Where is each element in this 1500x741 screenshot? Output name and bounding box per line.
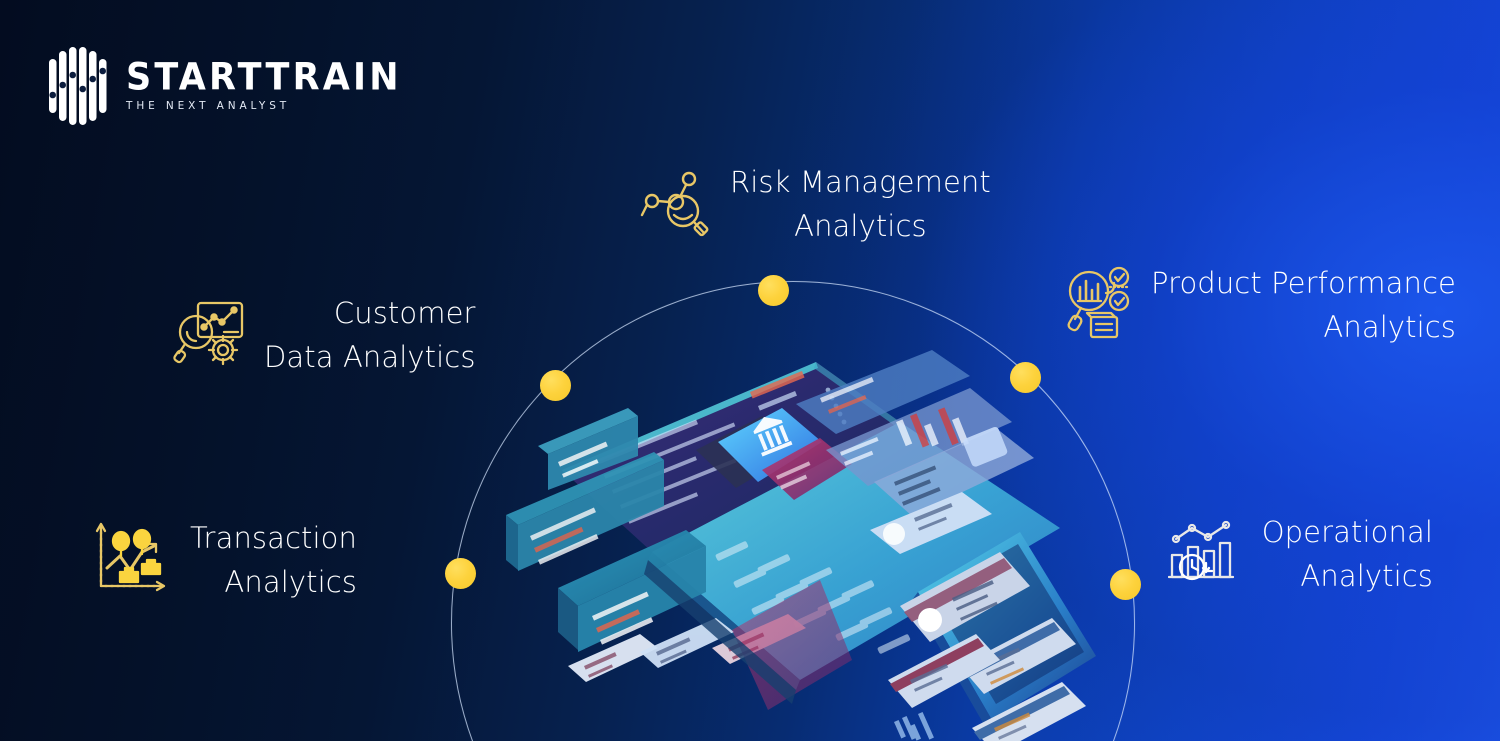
node-label-product-performance[interactable]: Product Performance Analytics <box>1065 261 1456 349</box>
smartphone <box>888 532 1096 741</box>
node-label-text: Transaction Analytics <box>190 521 358 600</box>
brand-logo[interactable]: STARTTRAIN THE NEXT ANALYST <box>48 45 402 127</box>
line-chart-money-icon <box>92 520 168 601</box>
magnifier-chart-gear-icon <box>172 295 248 376</box>
magnifier-network-icon <box>640 167 710 242</box>
orbit-node-product-performance[interactable] <box>1010 362 1041 393</box>
accent-panel-magenta <box>762 438 852 500</box>
floating-card-small-1 <box>568 634 658 682</box>
central-illustration <box>500 330 1120 741</box>
brand-tagline: THE NEXT ANALYST <box>126 100 291 113</box>
brand-wordmark: STARTTRAIN THE NEXT ANALYST <box>126 60 402 112</box>
bank-institution-card <box>696 408 822 488</box>
phone-card-list-3 <box>972 682 1086 741</box>
node-label-text: Customer Data Analytics <box>264 296 476 375</box>
node-label-operational[interactable]: Operational Analytics <box>1167 510 1433 598</box>
phone-card-list-2 <box>888 634 1000 708</box>
orbit-node-customer-data[interactable] <box>540 370 571 401</box>
brand-name: STARTTRAIN <box>126 57 402 100</box>
floating-dashboard-right-1 <box>796 350 970 434</box>
floating-user-card <box>870 492 992 554</box>
floating-panel-left-2 <box>538 408 638 490</box>
orbit-node-risk-management[interactable] <box>758 275 789 306</box>
floating-panel-left <box>506 452 664 571</box>
magnifier-bars-checklist-icon <box>1065 265 1135 346</box>
node-label-text: Risk Management Analytics <box>730 165 991 244</box>
node-label-text: Product Performance Analytics <box>1151 266 1456 345</box>
equalizer-bars-icon <box>48 45 110 127</box>
node-label-transaction[interactable]: Transaction Analytics <box>92 516 357 604</box>
node-label-customer-data[interactable]: Customer Data Analytics <box>172 291 476 379</box>
orbit-node-transaction[interactable] <box>445 558 476 589</box>
floating-card-teal <box>558 530 706 652</box>
orbit-node-operational[interactable] <box>1110 569 1141 600</box>
node-label-text: Operational Analytics <box>1261 515 1433 594</box>
phone-card-profile <box>900 552 1030 642</box>
floating-dashboard-right-3 <box>874 426 1034 516</box>
bar-chart-clock-icon <box>1167 519 1234 590</box>
floating-dashboard-right-2 <box>826 388 1012 486</box>
node-label-risk-management[interactable]: Risk Management Analytics <box>640 160 991 248</box>
